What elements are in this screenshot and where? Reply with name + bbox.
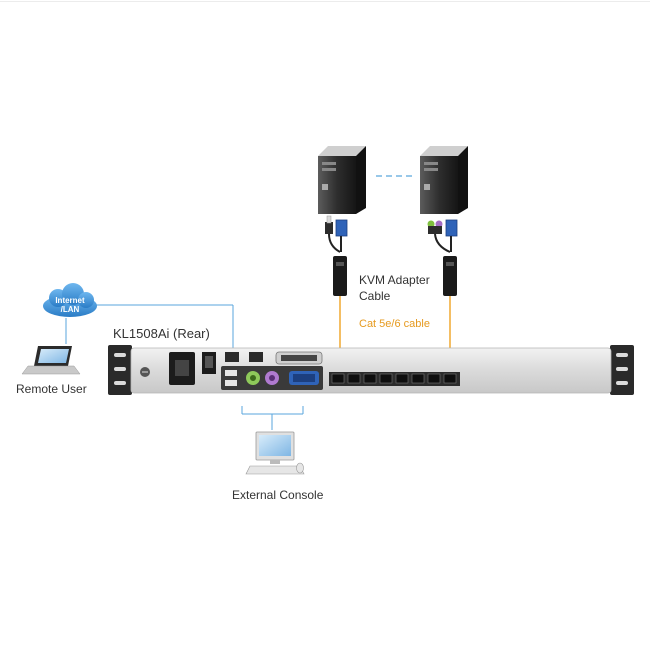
cloud-label-line2: /LAN [60, 305, 80, 314]
server-tower-icon [420, 146, 468, 214]
kvm-adapter-label: KVM Adapter Cable [359, 272, 430, 304]
external-console-label: External Console [232, 488, 324, 502]
rj45-port [427, 373, 441, 384]
rj45-port [411, 373, 425, 384]
cloud-label: Internet /LAN [50, 296, 90, 314]
rj45-port [395, 373, 409, 384]
console-link [241, 406, 304, 430]
rj45-port [443, 373, 457, 384]
kvm-adapter-cable-icon [325, 215, 348, 296]
kvm-adapter-cable-icon [427, 219, 458, 296]
device-label: KL1508Ai (Rear) [113, 326, 210, 341]
network-link [65, 304, 234, 350]
internet-lan-cloud-icon [43, 283, 97, 317]
laptop-icon [21, 346, 81, 375]
rj45-port [363, 373, 377, 384]
monitor-keyboard-mouse-icon [245, 431, 305, 475]
kvm-adapter-label-line1: KVM Adapter [359, 273, 430, 287]
rj45-port [379, 373, 393, 384]
kvm-port-group [329, 372, 460, 386]
cloud-label-line1: Internet [55, 296, 85, 305]
rj45-port [331, 373, 345, 384]
kl1508ai-rack-unit [108, 345, 634, 395]
server-tower-icon [318, 146, 366, 214]
kvm-adapter-label-line2: Cable [359, 289, 391, 303]
cable-label: Cat 5e/6 cable [359, 318, 430, 330]
remote-user-label: Remote User [16, 382, 87, 396]
rj45-port [347, 373, 361, 384]
